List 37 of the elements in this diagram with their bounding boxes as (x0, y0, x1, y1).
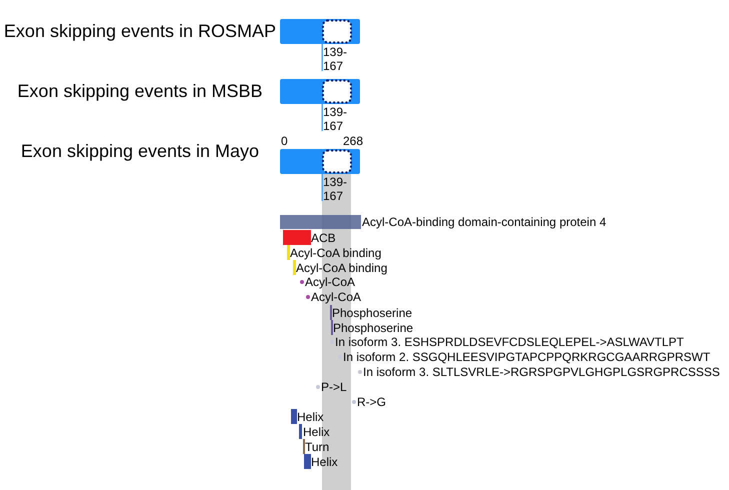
feature-bar (287, 245, 290, 260)
dot-icon (358, 370, 362, 374)
feature-label: R->G (357, 395, 386, 409)
dot-icon (316, 384, 320, 390)
feature-bar (304, 454, 311, 469)
feature-label: ACB (311, 230, 336, 244)
feature-label: Phosphoserine (333, 320, 414, 334)
feature-bar (291, 409, 297, 424)
track-title: Exon skipping events in Mayo (20, 141, 260, 161)
feature-bar (283, 230, 311, 245)
feature-label: Acyl-CoA (305, 275, 356, 289)
range-label: 139-167 (323, 105, 348, 133)
range-label: 139-167 (323, 175, 348, 203)
feature-label: Helix (297, 410, 324, 424)
axis-label: 0 (281, 134, 288, 148)
track-title: Exon skipping events in ROSMAP (2, 21, 278, 41)
dot-icon (352, 400, 356, 404)
track-title: Exon skipping events in MSBB (16, 81, 264, 101)
feature-label: Acyl-CoA binding (290, 246, 382, 260)
feature-label: Helix (311, 454, 338, 468)
feature-label: Helix (303, 424, 330, 438)
feature-label: In isoform 3. ESHSPRDLDSEVFCDSLEQLEPEL->ASLWAVTLPT (335, 335, 684, 349)
feature-label: Phosphoserine (332, 306, 412, 320)
feature-label: Acyl-CoA binding (296, 260, 388, 274)
feature-label: Acyl-CoA (311, 290, 362, 304)
axis-label: 268 (342, 134, 363, 148)
feature-bar (299, 424, 302, 439)
feature-label: P->L (321, 380, 347, 394)
feature-bar (293, 260, 296, 275)
feature-label: In isoform 2. SSGQHLEESVIPGTAPCPPQRKRGCGAARRGPRSWT (343, 350, 710, 364)
feature-label: Turn (305, 440, 330, 454)
range-label: 139-167 (323, 45, 348, 73)
feature-bar (280, 215, 361, 229)
dot-icon (300, 280, 304, 284)
protein-label: Acyl-CoA-binding domain-containing protein 4 (362, 215, 606, 229)
feature-label: In isoform 3. SLTLSVRLE->RGRSPGPVLGHGPLGSRGPRCSSSS (363, 365, 720, 379)
dot-icon (306, 294, 310, 300)
